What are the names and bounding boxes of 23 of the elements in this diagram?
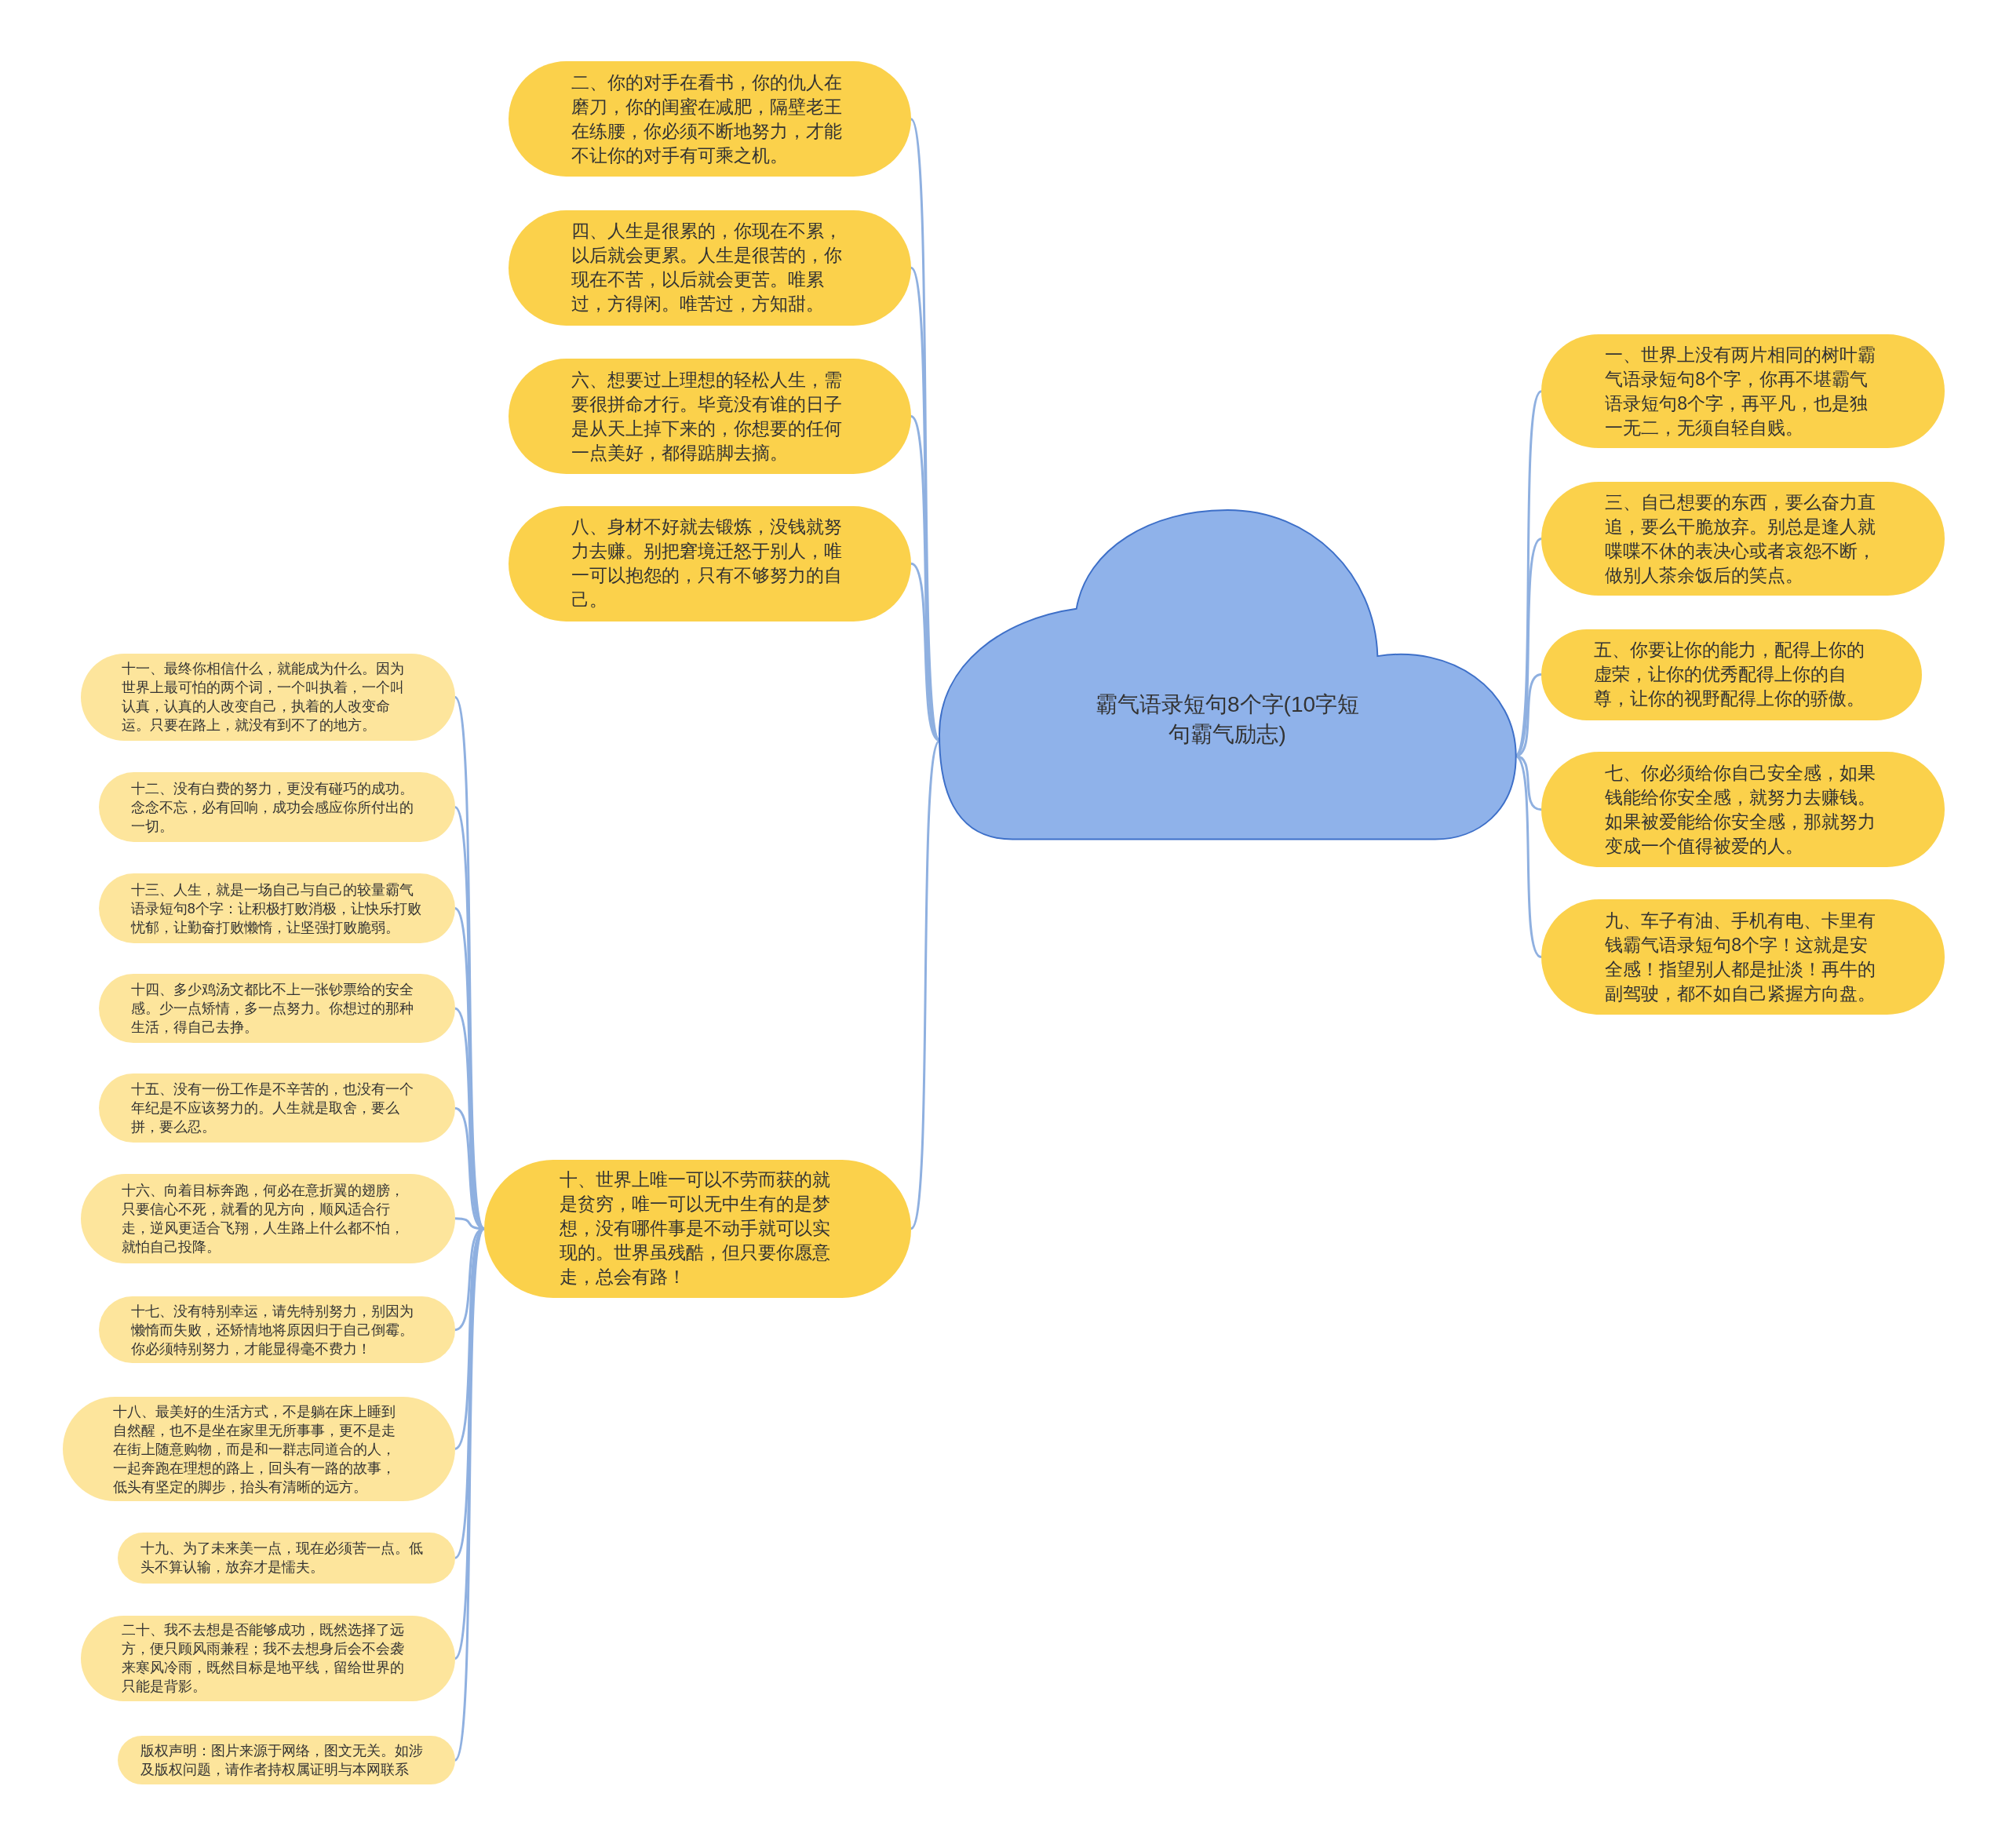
quote-bubble: 十八、最美好的生活方式，不是躺在床上睡到自然醒，也不是坐在家里无所事事，更不是走在街上随意购物，而是和一群志同道合的人，一起奔跑在理想的路上，回头有一路的故事，低头有坚定的脚步，抬头有清晰的远方。: [63, 1396, 455, 1502]
quote-bubble: 十四、多少鸡汤文都比不上一张钞票给的安全感。少一点矫情，多一点努力。你想过的那种生活，得自己去挣。: [98, 973, 455, 1043]
quote-bubble: 十七、没有特别幸运，请先特别努力，别因为懒惰而失败，还矫情地将原因归于自己倒霉。你必须特别努力，才能显得毫不费力！: [98, 1296, 455, 1364]
connector-line: [454, 1228, 486, 1761]
quote-bubble: 四、人生是很累的，你现在不累，以后就会更累。人生是很苦的，你现在不苦，以后就会更苦。唯累过，方得闲。唯苦过，方知甜。: [509, 210, 911, 326]
quote-bubble: 一、世界上没有两片相同的树叶霸气语录短句8个字，你再不堪霸气语录短句8个字，再平凡，也是独一无二，无须自轻自贱。: [1541, 334, 1945, 449]
quote-bubble: 十九、为了未来美一点，现在必须苦一点。低头不算认输，放弃才是懦夫。: [118, 1532, 455, 1584]
quote-bubble: 十五、没有一份工作是不辛苦的，也没有一个年纪是不应该努力的。人生就是取舍，要么拼，要么忍。: [98, 1073, 455, 1143]
quote-bubble: 十二、没有白费的努力，更没有碰巧的成功。念念不忘，必有回响，成功会感应你所付出的一切。: [98, 772, 455, 842]
quote-bubble: 八、身材不好就去锻炼，没钱就努力去赚。别把窘境迁怒于别人，唯一可以抱怨的，只有不够努力的自己。: [509, 505, 911, 621]
quote-bubble: 二十、我不去想是否能够成功，既然选择了远方，便只顾风雨兼程；我不去想身后会不会袭来寒风冷雨，既然目标是地平线，留给世界的只能是背影。: [80, 1615, 455, 1702]
quote-bubble: 九、车子有油、手机有电、卡里有钱霸气语录短句8个字！这就是安全感！指望别人都是扯淡！再牛的副驾驶，都不如自己紧握方向盘。: [1541, 899, 1945, 1015]
quote-bubble: 十六、向着目标奔跑，何必在意折翼的翅膀，只要信心不死，就看的见方向，顺风适合行走，逆风更适合飞翔，人生路上什么都不怕，就怕自己投降。: [80, 1173, 455, 1263]
quote-bubble: 三、自己想要的东西，要么奋力直追，要么干脆放弃。别总是逢人就喋喋不休的表决心或者哀怨不断，做别人茶余饭后的笑点。: [1541, 481, 1945, 596]
quote-bubble: 五、你要让你的能力，配得上你的虚荣，让你的优秀配得上你的自尊，让你的视野配得上你的骄傲。: [1541, 629, 1922, 720]
quote-bubble: 十三、人生，就是一场自己与自己的较量霸气语录短句8个字：让积极打败消极，让快乐打败忧郁，让勤奋打败懒惰，让坚强打败脆弱。: [98, 873, 455, 943]
quote-bubble: 二、你的对手在看书，你的仇人在磨刀，你的闺蜜在减肥，隔壁老王在练腰，你必须不断地努力，才能不让你的对手有可乘之机。: [509, 61, 911, 177]
quote-bubble: 六、想要过上理想的轻松人生，需要很拼命才行。毕竟没有谁的日子是从天上掉下来的，你想要的任何一点美好，都得踮脚去摘。: [509, 359, 911, 475]
quote-bubble: 十一、最终你相信什么，就能成为什么。因为世界上最可怕的两个词，一个叫执着，一个叫认真，认真的人改变自己，执着的人改变命运。只要在路上，就没有到不了的地方。: [80, 653, 455, 741]
topic-cloud: 霸气语录短句8个字(10字短句霸气励志): [939, 509, 1516, 840]
quote-bubble: 版权声明：图片来源于网络，图文无关。如涉及版权问题，请作者持权属证明与本网联系: [118, 1736, 455, 1785]
quote-bubble: 七、你必须给你自己安全感，如果钱能给你安全感，就努力去赚钱。如果被爱能给你安全感，那就努力变成一个值得被爱的人。: [1541, 752, 1945, 868]
quote-bubble: 十、世界上唯一可以不劳而获的就是贫穷，唯一可以无中生有的是梦想，没有哪件事是不动手就可以实现的。世界虽残酷，但只要你愿意走，总会有路！: [484, 1159, 911, 1298]
